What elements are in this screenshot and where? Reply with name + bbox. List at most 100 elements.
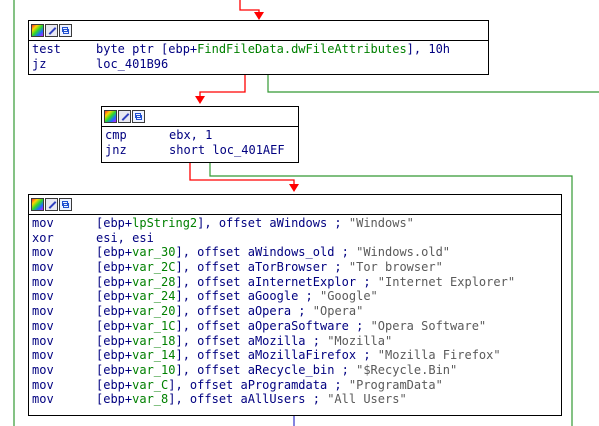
operand-segment: var_14 [132, 348, 176, 363]
mnemonic: xor [32, 230, 54, 245]
operand-segment: ], offset aAllUsers ; [168, 392, 328, 407]
instruction-line[interactable]: mov [ebp+var_8], offset aAllUsers ; "All … [32, 392, 561, 407]
mnemonic: mov [32, 260, 54, 275]
block-header [102, 107, 298, 127]
mnemonic: mov [32, 216, 54, 230]
operand-segment: ], offset aWindows ; [197, 216, 349, 230]
operand-segment: ], offset aMozillaFirefox ; [175, 348, 378, 363]
operand-segment: [ebp+ [96, 260, 133, 275]
instruction-line[interactable]: mov[ebp+var_30], offset aWindows_old ; "… [32, 245, 561, 260]
operand-segment: "Opera" [312, 304, 364, 319]
operand-segment: var_1C [132, 318, 176, 333]
instruction-line[interactable]: mov[ebp+var_24], offset aGoogle ; "Googl… [32, 289, 561, 304]
instruction-line[interactable]: mov[ebp+var_14], offset aMozillaFirefox … [32, 348, 561, 363]
instruction-line[interactable]: mov[ebp+var_20], offset aOpera ; "Opera" [32, 304, 561, 319]
operand-segment: var_C [132, 377, 169, 392]
color-icon[interactable] [31, 198, 44, 211]
block-header [29, 21, 488, 41]
operand-segment: ], offset aRecycle_bin ; [175, 362, 357, 377]
operand-segment: ], offset aOperaSoftware ; [175, 318, 371, 333]
mnemonic: mov [32, 318, 54, 333]
operand-segment: ebx, 1 [169, 128, 213, 142]
instruction-line[interactable]: mov [ebp+var_28], offset aInternetExplor … [32, 275, 561, 290]
operand-segment: "Opera Software" [370, 318, 487, 333]
edge-jnz-fallthrough [209, 163, 573, 426]
operand-segment: [ebp+ [96, 216, 133, 230]
instruction-line[interactable]: mov [ebp+var_1C], offset aOperaSoftware ;… [32, 319, 561, 334]
graph-icon[interactable] [132, 110, 145, 123]
operand-segment: ], offset aTorBrowser ; [175, 260, 349, 275]
edit-icon[interactable] [45, 198, 58, 211]
instruction-line[interactable]: mov[ebp+var_C], offset aProgramdata ; "P… [32, 378, 561, 393]
instruction-line[interactable]: cmp ebx, 1 [105, 128, 298, 143]
code-block-mov[interactable]: mov[ebp+lpString2], offset aWindows ; "W… [28, 194, 562, 416]
instruction-line[interactable]: mov[ebp+lpString2], offset aWindows ; "W… [32, 216, 561, 231]
mnemonic: mov [32, 392, 54, 407]
operand-segment: "Internet Explorer" [377, 274, 516, 289]
operand-segment: var_28 [132, 274, 176, 289]
graph-icon[interactable] [59, 24, 72, 37]
operand-segment: [ebp+ [96, 304, 133, 319]
operand-segment: var_30 [132, 245, 176, 260]
arrowhead-mov-block [289, 184, 299, 192]
operand-segment: [ebp+ [96, 289, 133, 304]
operand-segment: var_18 [132, 333, 176, 348]
mnemonic: cmp [105, 128, 127, 142]
operand-segment: ], offset aWindows_old ; [175, 245, 357, 260]
instruction-line[interactable]: mov[ebp+var_10], offset aRecycle_bin ; "… [32, 363, 561, 378]
instruction-line[interactable]: mov [ebp+var_2C], offset aTorBrowser ; "T… [32, 260, 561, 275]
mnemonic: mov [32, 304, 54, 319]
mnemonic: mov [32, 274, 54, 289]
operand-segment: [ebp+ [96, 392, 133, 407]
operand-segment: "All Users" [327, 392, 407, 407]
code-block-cmp[interactable]: cmp ebx, 1 jnz short loc_401AEF [101, 106, 299, 163]
operand-segment: var_8 [132, 392, 169, 407]
operand-segment: [ebp+ [96, 362, 133, 377]
color-icon[interactable] [104, 110, 117, 123]
operand-segment: FindFileData.dwFileAttributes [197, 42, 407, 56]
operand-segment: var_10 [132, 362, 176, 377]
mnemonic: jnz [105, 142, 127, 157]
operand-segment: var_20 [132, 304, 176, 319]
edit-icon[interactable] [45, 24, 58, 37]
operand-segment: "Mozilla" [327, 333, 393, 348]
mnemonic: mov [32, 348, 54, 363]
operand-segment: [ebp+ [96, 377, 133, 392]
operand-segment: [ebp+ [96, 274, 133, 289]
operand-segment: "Windows.old" [356, 245, 451, 260]
operand-segment: [ebp+ [96, 318, 133, 333]
instruction-line[interactable]: mov[ebp+var_18], offset aMozilla ; "Mozi… [32, 334, 561, 349]
arrowhead-test-block [254, 12, 264, 20]
edge-jz-taken [199, 75, 246, 100]
operand-segment: lpString2 [132, 216, 198, 230]
operand-segment: esi, esi [96, 230, 154, 245]
mnemonic: mov [32, 377, 54, 392]
graph-icon[interactable] [59, 198, 72, 211]
edge-jz-fallthrough [267, 75, 599, 93]
instruction-line[interactable]: jnz short loc_401AEF [105, 143, 298, 158]
arrowhead-cmp-block [195, 96, 205, 104]
operand-segment: ], offset aInternetExplor ; [175, 274, 378, 289]
block-header [29, 195, 561, 215]
operand-segment: "Tor browser" [348, 260, 443, 275]
operand-segment: ], 10h [406, 42, 451, 56]
instruction-list: mov[ebp+lpString2], offset aWindows ; "W… [29, 215, 561, 407]
operand-segment: [ebp+ [96, 245, 133, 260]
operand-segment: "$Recycle.Bin" [356, 362, 458, 377]
operand-segment: ], offset aMozilla ; [175, 333, 328, 348]
operand-segment: var_2C [132, 260, 176, 275]
operand-segment: ], offset aProgramdata ; [168, 377, 349, 392]
color-icon[interactable] [31, 24, 44, 37]
operand-segment: var_24 [132, 289, 176, 304]
instruction-line[interactable]: xor esi, esi [32, 231, 561, 246]
operand-segment: "Google" [319, 289, 378, 304]
edit-icon[interactable] [118, 110, 131, 123]
operand-segment: byte ptr [ebp+ [96, 42, 198, 56]
operand-segment: short loc_401AEF [169, 142, 285, 157]
instruction-list: cmp ebx, 1 jnz short loc_401AEF [102, 127, 298, 157]
